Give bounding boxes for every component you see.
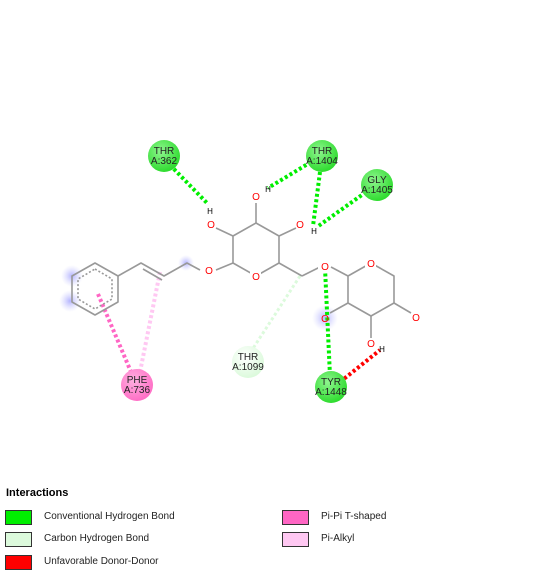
residue-gly1405[interactable]: GLY A:1405 [361, 169, 393, 201]
oxygen-atom: O [367, 259, 375, 270]
legend-label: Pi-Alkyl [321, 533, 355, 544]
legend-swatch [5, 510, 32, 525]
hydrogens: H H H H [207, 185, 385, 354]
bond [215, 262, 234, 271]
residue-name: THR [312, 146, 333, 157]
hydrogen-atom: H [379, 345, 385, 354]
hydrogen-atom: H [207, 207, 213, 216]
hbond-tyr1448 [323, 267, 332, 377]
carbon-hbond-thr1099 [250, 275, 302, 351]
propenyl-chain [117, 262, 201, 277]
bond [329, 302, 349, 314]
oxygen-atom: O [205, 266, 213, 277]
pi-glows [59, 255, 338, 331]
oxygen-atom: O [296, 220, 304, 231]
oxygen-atom: O [321, 262, 329, 273]
legend-label: Unfavorable Donor-Donor [44, 556, 159, 567]
residue-name: GLY [367, 175, 387, 186]
glucose-ring [232, 222, 280, 277]
interaction-lines [96, 160, 382, 384]
bond [393, 302, 412, 314]
second-ring [347, 262, 395, 317]
legend-title: Interactions [6, 487, 69, 499]
legend: Interactions Conventional Hydrogen Bond … [0, 478, 560, 582]
bond [330, 266, 349, 277]
hbond-thr1404-a [266, 160, 313, 190]
pi-pi-tshaped-phe736 [96, 293, 136, 380]
legend-swatch [282, 510, 309, 525]
legend-label: Carbon Hydrogen Bond [44, 533, 150, 544]
residue-id: A:362 [151, 156, 178, 167]
oxygen-atom: O [252, 192, 260, 203]
residue-name: THR [238, 352, 259, 363]
bond [215, 227, 234, 237]
residue-id: A:1405 [361, 185, 393, 196]
legend-label: Conventional Hydrogen Bond [44, 511, 175, 522]
phenyl-aromatic-inner [77, 268, 113, 310]
legend-label: Pi-Pi T-shaped [321, 511, 387, 522]
residue-phe736[interactable]: PHE A:736 [121, 369, 153, 401]
residue-name: THR [154, 146, 175, 157]
residue-tyr1448[interactable]: TYR A:1448 [315, 371, 347, 403]
legend-swatch [5, 555, 32, 570]
atoms: O O O O O O O O O O [204, 192, 420, 350]
oxygen-atom: O [367, 339, 375, 350]
ligand [71, 203, 412, 338]
hydrogen-atom: H [311, 227, 317, 236]
residue-id: A:1099 [232, 362, 264, 373]
oxygen-atom: O [207, 220, 215, 231]
residue-thr1404[interactable]: THR A:1404 [306, 140, 338, 172]
residue-name: TYR [321, 377, 341, 388]
interaction-diagram: O O O O O O O O O O H H H H THR A:362 TH… [59, 140, 420, 403]
residue-thr1099[interactable]: THR A:1099 [232, 346, 264, 378]
unfavorable-donor-donor [338, 348, 382, 384]
oxygen-atom: O [252, 272, 260, 283]
bond [278, 227, 297, 237]
double-bond [142, 268, 163, 281]
hbond-thr1404-b [311, 171, 322, 227]
bond [301, 266, 321, 277]
hbond-thr362 [168, 163, 209, 205]
residue-name: PHE [127, 375, 148, 386]
residue-id: A:1404 [306, 156, 338, 167]
pi-glow [59, 290, 81, 312]
legend-swatch [5, 532, 32, 547]
pi-alkyl-phe736 [138, 271, 162, 373]
residue-id: A:1448 [315, 387, 347, 398]
oxygen-atom: O [321, 314, 329, 325]
residue-thr362[interactable]: THR A:362 [148, 140, 180, 172]
bond [278, 262, 303, 277]
legend-swatch [282, 532, 309, 547]
hbond-gly1405 [315, 190, 368, 229]
residue-id: A:736 [124, 385, 151, 396]
oxygen-atom: O [412, 313, 420, 324]
residues: THR A:362 THR A:1404 GLY A:1405 THR A:10… [121, 140, 393, 403]
hydrogen-atom: H [265, 185, 271, 194]
